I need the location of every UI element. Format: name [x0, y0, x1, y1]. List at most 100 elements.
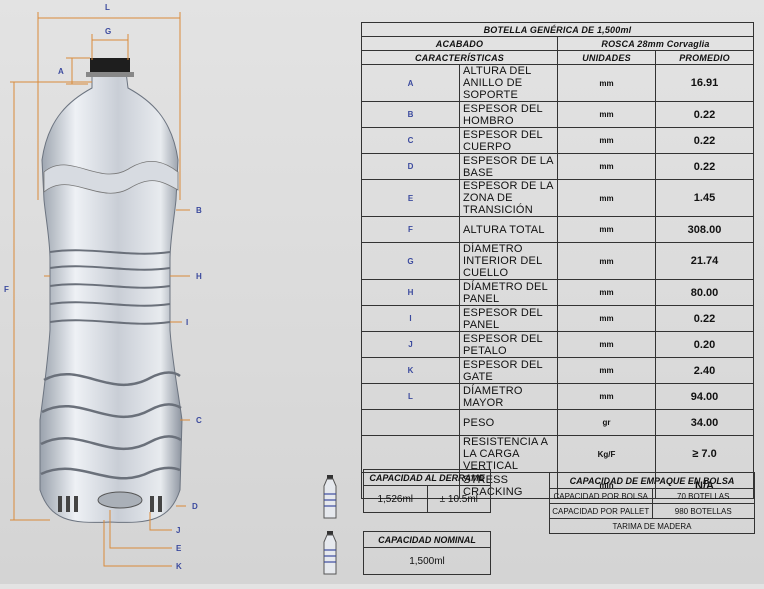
- spec-name: DÍAMETRO MAYOR: [459, 383, 558, 410]
- packing-title: CAPACIDAD DE EMPAQUE EN BOLSA: [549, 472, 755, 489]
- label-a: A: [58, 67, 64, 76]
- spec-value: 0.22: [655, 153, 754, 180]
- spec-value: 16.91: [655, 64, 754, 102]
- bottle-drawing: L G A B H I C F D J E K: [4, 3, 202, 571]
- spec-name: DÍAMETRO INTERIOR DEL CUELLO: [459, 242, 558, 280]
- spec-name: ESPESOR DEL GATE: [459, 357, 558, 384]
- finish-value: ROSCA 28mm Corvaglia: [557, 36, 754, 51]
- label-g: G: [105, 27, 111, 36]
- spec-value: 0.22: [655, 305, 754, 332]
- spec-letter: [361, 409, 460, 436]
- label-f: F: [4, 285, 9, 294]
- label-j: J: [176, 526, 180, 535]
- nominal-capacity-box: CAPACIDAD NOMINAL 1,500ml: [363, 531, 491, 575]
- spec-unit: mm: [557, 305, 656, 332]
- overflow-capacity-title: CAPACIDAD AL DERRAME: [363, 469, 491, 486]
- label-d: D: [192, 502, 198, 511]
- spec-unit: mm: [557, 179, 656, 217]
- spec-letter: I: [361, 305, 460, 332]
- spec-name: ESPESOR DE LA ZONA DE TRANSICIÓN: [459, 179, 558, 217]
- packing-pallet-value: 980 BOTELLAS: [651, 503, 755, 519]
- spec-letter: B: [361, 101, 460, 128]
- panel-ribs: [49, 249, 171, 325]
- body-waves: [40, 371, 182, 480]
- col-average: PROMEDIO: [655, 50, 754, 65]
- spec-letter: G: [361, 242, 460, 280]
- packing-box: CAPACIDAD DE EMPAQUE EN BOLSA CAPACIDAD …: [549, 472, 755, 534]
- spec-letter: E: [361, 179, 460, 217]
- label-k: K: [176, 562, 182, 571]
- label-b: B: [196, 206, 202, 215]
- nominal-capacity-value: 1,500ml: [363, 547, 491, 575]
- overflow-capacity-tolerance: ± 10.5ml: [426, 485, 491, 513]
- bottle-cap: [90, 58, 130, 74]
- base-petals: [58, 496, 162, 512]
- dimension-lines: [10, 12, 190, 567]
- spec-value: 2.40: [655, 357, 754, 384]
- label-h: H: [196, 272, 202, 281]
- spec-value: ≥ 7.0: [655, 435, 754, 473]
- shoulder-wave: [43, 160, 179, 194]
- spec-value: 80.00: [655, 279, 754, 306]
- spec-value: 0.22: [655, 101, 754, 128]
- col-characteristics: CARACTERÍSTICAS: [361, 50, 558, 65]
- spec-letter: L: [361, 383, 460, 410]
- support-ring: [86, 72, 134, 77]
- label-l: L: [105, 3, 110, 12]
- spec-value: 34.00: [655, 409, 754, 436]
- spec-unit: mm: [557, 242, 656, 280]
- packing-footer: TARIMA DE MADERA: [549, 518, 755, 534]
- packing-bag-value: 70 BOTELLAS: [651, 488, 755, 504]
- spec-name: ESPESOR DEL CUERPO: [459, 127, 558, 154]
- spec-unit: mm: [557, 357, 656, 384]
- packing-pallet-label: CAPACIDAD POR PALLET: [549, 503, 653, 519]
- spec-unit: mm: [557, 101, 656, 128]
- spec-letter: J: [361, 331, 460, 358]
- small-bottle-icon: [323, 475, 337, 519]
- spec-title: BOTELLA GENÉRICA DE 1,500ml: [361, 22, 754, 37]
- packing-bag-label: CAPACIDAD POR BOLSA: [549, 488, 653, 504]
- bottle-body: [39, 71, 183, 523]
- spec-name: RESISTENCIA A LA CARGA VERTICAL: [459, 435, 558, 473]
- spec-unit: mm: [557, 216, 656, 243]
- spec-value: 21.74: [655, 242, 754, 280]
- spec-unit: mm: [557, 64, 656, 102]
- spec-unit: mm: [557, 127, 656, 154]
- spec-name: ALTURA DEL ANILLO DE SOPORTE: [459, 64, 558, 102]
- label-e: E: [176, 544, 182, 553]
- spec-value: 94.00: [655, 383, 754, 410]
- spec-unit: Kg/F: [557, 435, 656, 473]
- spec-unit: mm: [557, 279, 656, 306]
- spec-unit: mm: [557, 383, 656, 410]
- spec-name: ESPESOR DE LA BASE: [459, 153, 558, 180]
- spec-unit: mm: [557, 331, 656, 358]
- spec-letter: H: [361, 279, 460, 306]
- spec-value: 308.00: [655, 216, 754, 243]
- spec-value: 0.22: [655, 127, 754, 154]
- spec-unit: mm: [557, 153, 656, 180]
- col-units: UNIDADES: [557, 50, 656, 65]
- spec-name: ESPESOR DEL PANEL: [459, 305, 558, 332]
- small-bottle-icon-2: [323, 531, 337, 575]
- spec-letter: D: [361, 153, 460, 180]
- spec-letter: K: [361, 357, 460, 384]
- spec-letter: [361, 435, 460, 473]
- spec-letter: F: [361, 216, 460, 243]
- spec-letter: A: [361, 64, 460, 102]
- spec-value: 0.20: [655, 331, 754, 358]
- label-i: I: [186, 318, 188, 327]
- label-c: C: [196, 416, 202, 425]
- spec-unit: gr: [557, 409, 656, 436]
